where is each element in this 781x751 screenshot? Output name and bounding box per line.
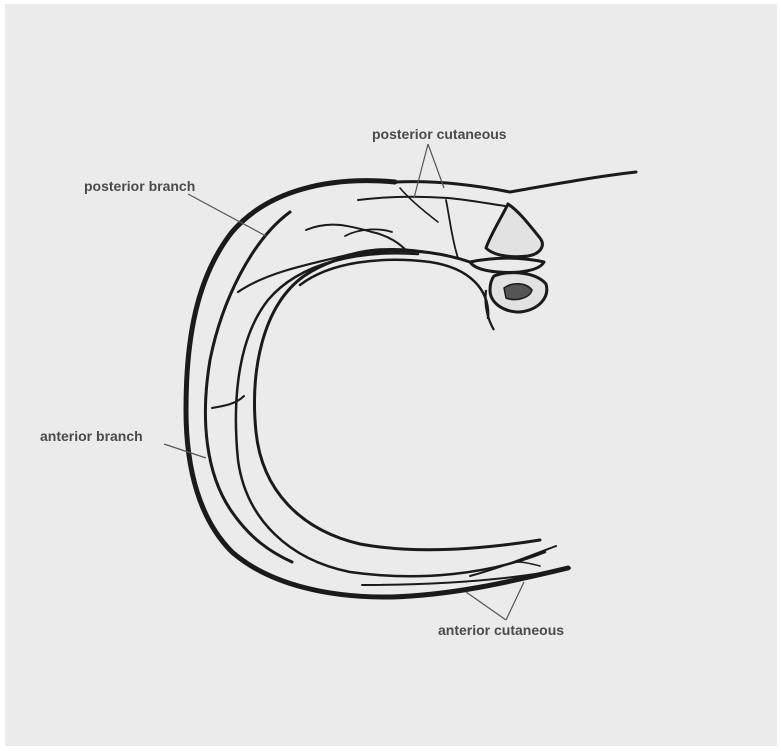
vertebral-arch <box>470 258 544 272</box>
anterior-branch-nerve <box>205 212 292 562</box>
posterior-branch-twig <box>306 225 408 252</box>
posterior-branch-twig-2 <box>345 229 392 236</box>
leader-anterior-cutaneous-left <box>466 592 506 620</box>
posterior-cutaneous-label: posterior cutaneous <box>372 126 507 142</box>
leader-anterior-branch <box>164 444 206 458</box>
posterior-cutaneous-twig <box>400 188 438 222</box>
anterior-cutaneous-label: anterior cutaneous <box>438 622 564 638</box>
leader-posterior-branch <box>188 194 266 236</box>
posterior-branch-nerve <box>238 249 448 292</box>
upper-back-contour <box>395 172 636 192</box>
communicating-branch <box>212 396 244 408</box>
posterior-branch-label: posterior branch <box>84 178 195 194</box>
posterior-cutaneous-branch <box>358 197 505 206</box>
posterior-cutaneous-descending <box>446 200 458 258</box>
rib-lower-arc <box>300 260 488 318</box>
spinous-process <box>486 204 542 257</box>
leader-posterior-cutaneous-left <box>414 144 428 198</box>
anterior-branch-label: anterior branch <box>40 428 143 444</box>
leader-anterior-cutaneous-right <box>506 582 524 620</box>
